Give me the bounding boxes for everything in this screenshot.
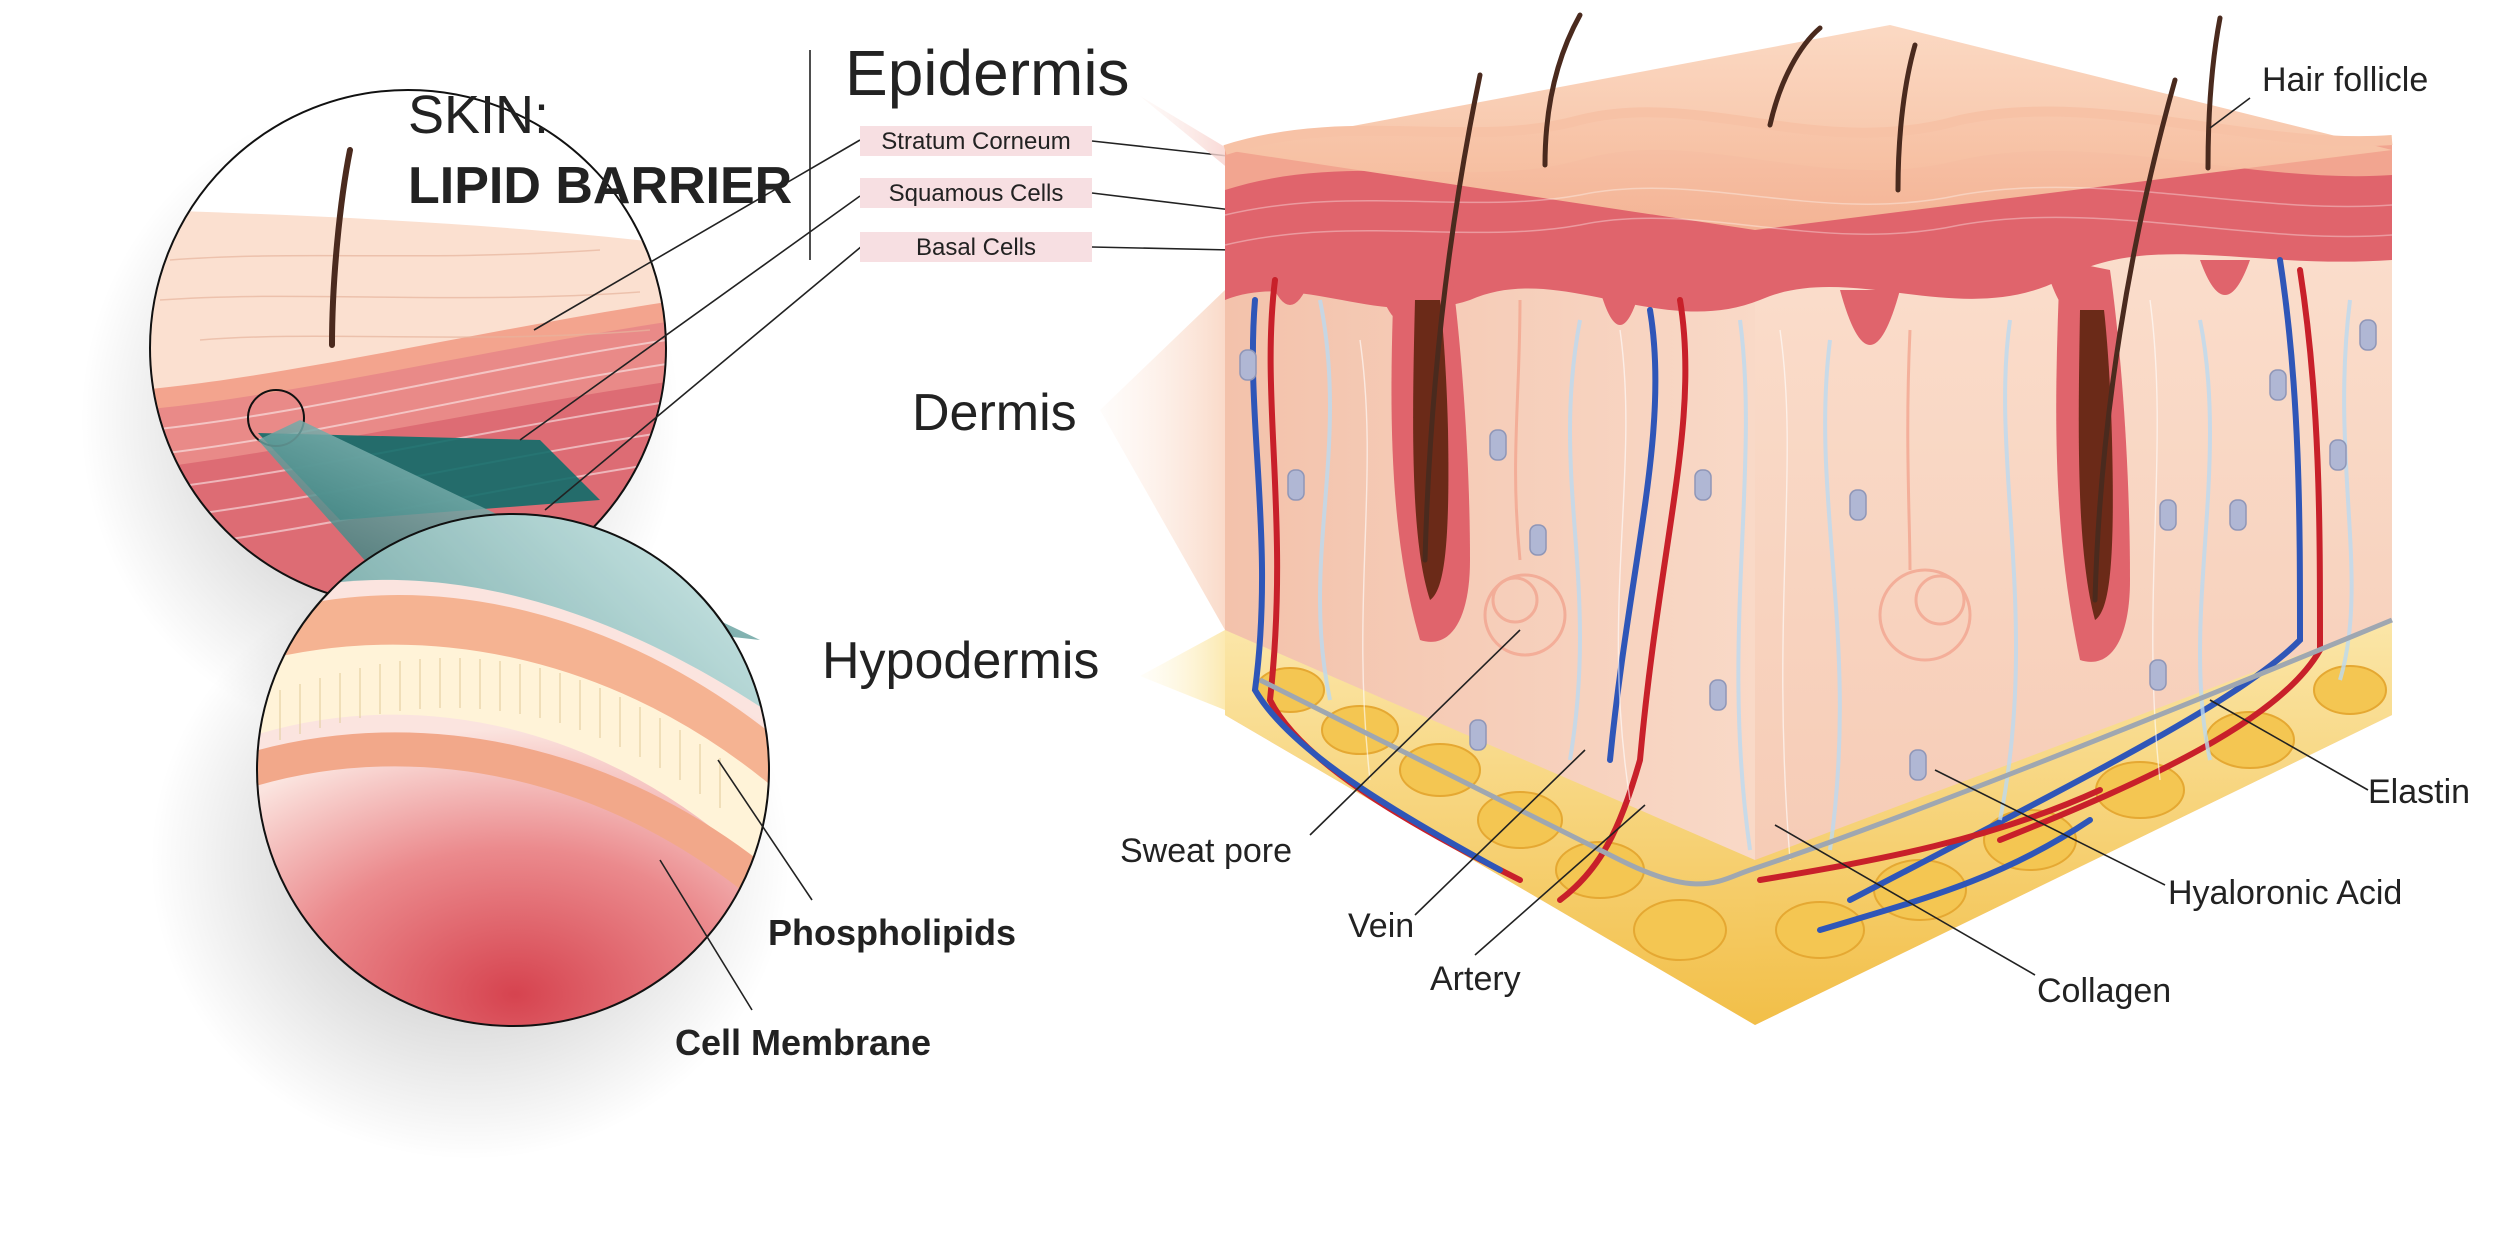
hyaloronic-acid-label: Hyaloronic Acid xyxy=(2168,874,2402,912)
title-line1: SKIN: xyxy=(408,85,549,145)
hypodermis-label: Hypodermis xyxy=(822,632,1099,690)
artery-label: Artery xyxy=(1430,960,1521,998)
squamous-cells-label: Squamous Cells xyxy=(889,180,1064,207)
cell-membrane-label: Cell Membrane xyxy=(675,1022,931,1063)
sweat-pore-label: Sweat pore xyxy=(1120,832,1292,870)
elastin-label: Elastin xyxy=(2368,773,2470,811)
basal-cells-label: Basal Cells xyxy=(916,234,1036,261)
dermis-label: Dermis xyxy=(912,384,1077,442)
phospholipids-label: Phospholipids xyxy=(768,912,1016,953)
collagen-label: Collagen xyxy=(2037,972,2171,1010)
title-line2: LIPID BARRIER xyxy=(408,157,792,215)
stratum-corneum-label: Stratum Corneum xyxy=(881,128,1070,155)
hair-follicle-label: Hair follicle xyxy=(2262,61,2428,99)
epidermis-label: Epidermis xyxy=(845,37,1130,109)
vein-label: Vein xyxy=(1348,907,1414,945)
